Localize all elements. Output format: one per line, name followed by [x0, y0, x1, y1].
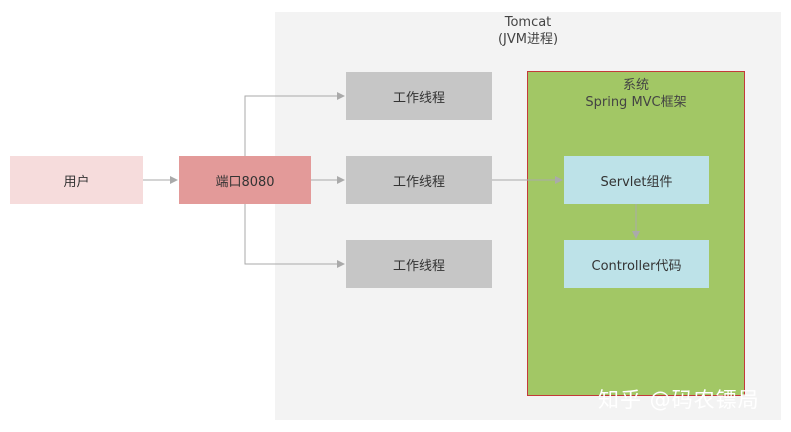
system-title-block: 系统 Spring MVC框架 — [527, 77, 745, 111]
controller-node: Controller代码 — [564, 240, 709, 288]
system-title: 系统 — [622, 78, 649, 93]
port-node: 端口8080 — [179, 156, 311, 204]
worker-thread-1: 工作线程 — [346, 72, 492, 120]
tomcat-title: Tomcat — [504, 15, 552, 30]
system-subtitle: Spring MVC框架 — [585, 95, 687, 110]
worker-thread-2: 工作线程 — [346, 156, 492, 204]
worker-thread-3: 工作线程 — [346, 240, 492, 288]
servlet-node: Servlet组件 — [564, 156, 709, 204]
arrow-port-to-worker-1 — [244, 92, 345, 156]
user-node: 用户 — [10, 156, 143, 204]
watermark: 知乎 @码农镖局 — [598, 388, 760, 412]
tomcat-title-block: Tomcat (JVM进程) — [275, 14, 781, 48]
tomcat-subtitle: (JVM进程) — [497, 32, 559, 47]
arrow-port-to-worker-3 — [244, 204, 345, 268]
